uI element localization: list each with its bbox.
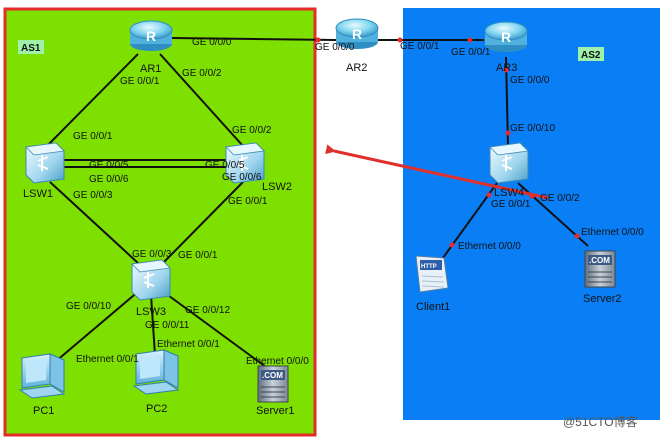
device-label-lsw3: LSW3: [136, 306, 166, 318]
server-icon-text: .COM: [589, 256, 610, 265]
port-dot-lsw4-ge010: [505, 130, 511, 136]
port-dot-ar2-ge000: [315, 37, 321, 43]
device-label-lsw2: LSW2: [262, 181, 292, 193]
port-label-lsw3-ge011: GE 0/0/11: [145, 320, 190, 331]
port-label-lsw1-ge003: GE 0/0/3: [73, 190, 113, 201]
port-label-lsw4-ge010: GE 0/0/10: [510, 123, 555, 134]
switch-lsw1[interactable]: [25, 142, 65, 184]
link-lsw3-pc2: [150, 294, 156, 356]
port-label-lsw2-ge005: GE 0/0/5: [205, 160, 245, 171]
port-label-ar3-ge000: GE 0/0/0: [510, 75, 550, 86]
switch-icon: [489, 142, 529, 184]
router-icon: R: [335, 18, 379, 49]
port-label-lsw1-ge005: GE 0/0/5: [89, 160, 129, 171]
links: [46, 37, 589, 368]
switch-lsw2[interactable]: [225, 142, 265, 184]
port-dot-server2: [574, 233, 580, 239]
port-label-lsw2-ge001: GE 0/0/1: [228, 196, 268, 207]
device-label-pc2: PC2: [146, 403, 167, 415]
link-lsw3-pc1: [54, 289, 141, 363]
router-ar2[interactable]: R: [335, 18, 379, 49]
as1-badge: [18, 40, 44, 54]
link-lsw3-server1: [160, 289, 267, 368]
router-icon: R: [484, 21, 528, 52]
as2-label: AS2: [581, 50, 601, 61]
port-label-pc1-eth: Ethernet 0/0/1: [76, 354, 139, 365]
pc-icon: [18, 353, 66, 399]
watermark: @51CTO博客: [563, 414, 638, 429]
port-dot-ar2-ge001: [397, 37, 403, 43]
port-label-client1-eth: Ethernet 0/0/0: [458, 241, 521, 252]
link-lsw2-lsw3: [162, 181, 244, 264]
router-icon: R: [129, 20, 173, 51]
switch-icon: [131, 259, 171, 301]
server-server1[interactable]: .COM: [257, 365, 289, 403]
port-label-server2-eth: Ethernet 0/0/0: [581, 227, 644, 238]
link-ar1-lsw2: [159, 53, 244, 147]
as1-border: [3, 7, 317, 437]
port-dot-ar3-ge000: [503, 67, 509, 73]
port-dots: [315, 37, 580, 248]
router-ar3[interactable]: R: [484, 21, 528, 52]
link-ar1-lsw1: [46, 53, 139, 147]
switch-lsw4[interactable]: [489, 142, 529, 184]
port-label-lsw1-ge001: GE 0/0/1: [73, 131, 113, 142]
device-label-client1: Client1: [416, 301, 450, 313]
link-ar1-ar2: [171, 37, 337, 41]
svg-text:R: R: [146, 28, 156, 44]
port-label-lsw2-ge006: GE 0/0/6: [222, 172, 262, 183]
router-ar1[interactable]: R: [129, 20, 173, 51]
device-label-server1: Server1: [256, 405, 295, 417]
port-label-lsw3-ge012: GE 0/0/12: [185, 305, 230, 316]
link-lsw1-lsw3: [49, 181, 139, 264]
server-icon: .COM: [257, 365, 289, 403]
device-label-ar2: AR2: [346, 62, 367, 74]
port-label-ar1-ge001: GE 0/0/1: [120, 76, 160, 87]
port-label-ar2-ge000: GE 0/0/0: [315, 42, 355, 53]
server-server2[interactable]: .COM: [584, 250, 616, 288]
port-label-lsw2-ge002: GE 0/0/2: [232, 125, 272, 136]
port-label-ar1-ge002: GE 0/0/2: [182, 68, 222, 79]
svg-text:R: R: [352, 26, 362, 42]
port-label-lsw4-ge002: GE 0/0/2: [540, 193, 580, 204]
device-label-ar3: AR3: [496, 62, 517, 74]
client-client1[interactable]: HTTP: [415, 255, 449, 293]
device-label-lsw1: LSW1: [23, 188, 53, 200]
client-icon: HTTP: [415, 255, 449, 293]
as1-label: AS1: [21, 43, 41, 54]
device-label-lsw4: LSW4: [494, 187, 524, 199]
device-label-server2: Server2: [583, 293, 622, 305]
port-label-lsw3-ge003: GE 0/0/3: [132, 249, 172, 260]
as2-badge: [578, 47, 604, 61]
server-icon: .COM: [584, 250, 616, 288]
switch-lsw3[interactable]: [131, 259, 171, 301]
port-label-lsw4-ge001: GE 0/0/1: [491, 199, 531, 210]
port-label-ar1-ge000: GE 0/0/0: [192, 37, 232, 48]
port-dot-lsw4-ge001: [486, 192, 492, 198]
device-label-pc1: PC1: [33, 405, 54, 417]
port-label-pc2-eth: Ethernet 0/0/1: [157, 339, 220, 350]
pc-pc1[interactable]: [18, 353, 66, 399]
as2-area: [403, 8, 660, 420]
annotation-arrow: [325, 144, 549, 200]
port-label-ar2-ge001: GE 0/0/1: [400, 41, 440, 52]
server-icon-text: .COM: [262, 371, 283, 380]
switch-icon: [225, 142, 265, 184]
svg-text:R: R: [501, 29, 511, 45]
port-dot-client1: [449, 242, 455, 248]
port-label-ar3-ge001: GE 0/0/1: [451, 47, 491, 58]
device-label-ar1: AR1: [140, 63, 161, 75]
port-label-server1-eth: Ethernet 0/0/0: [246, 356, 309, 367]
pc-icon: [132, 349, 180, 395]
client-icon-text: HTTP: [421, 264, 437, 270]
port-label-lsw3-ge010: GE 0/0/10: [66, 301, 111, 312]
port-label-lsw3-ge001: GE 0/0/1: [178, 250, 218, 261]
port-label-lsw1-ge006: GE 0/0/6: [89, 174, 129, 185]
pc-pc2[interactable]: [132, 349, 180, 395]
port-dot-ar3-ge001: [467, 37, 473, 43]
switch-icon: [25, 142, 65, 184]
